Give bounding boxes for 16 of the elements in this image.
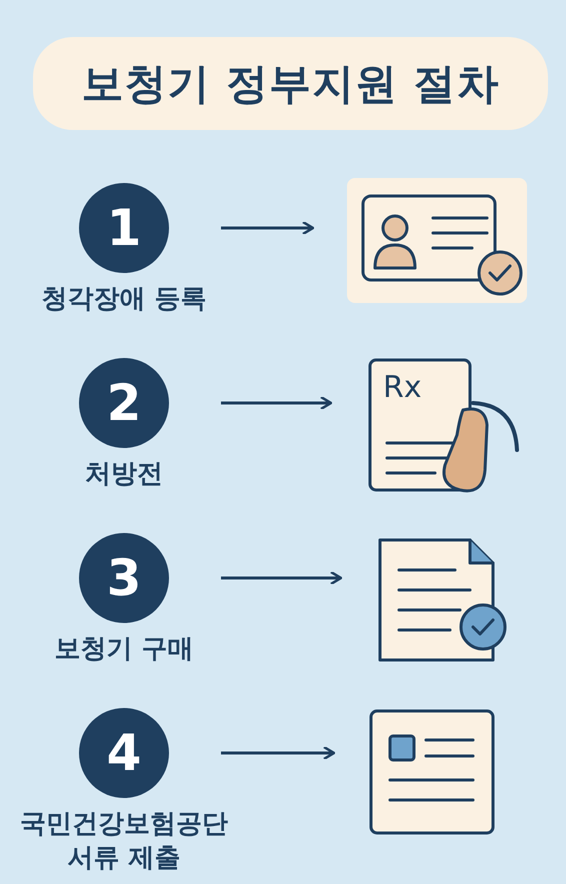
arrow bbox=[221, 396, 332, 410]
step-label: 처방전 bbox=[84, 458, 164, 491]
arrow bbox=[221, 746, 336, 760]
step-label: 국민건강보험공단 서류 제출 bbox=[19, 808, 229, 875]
step-number-circle: 1 bbox=[79, 183, 169, 273]
title: 보청기 정부지원 절차 bbox=[81, 58, 500, 110]
step-number-circle: 2 bbox=[79, 358, 169, 448]
step-number-circle: 3 bbox=[79, 533, 169, 623]
id-card-drawing bbox=[347, 178, 527, 303]
rx-symbol: Rx bbox=[383, 373, 422, 403]
step-number-circle: 4 bbox=[79, 708, 169, 798]
form-drawing bbox=[368, 708, 496, 836]
step-label: 청각장애 등록 bbox=[40, 283, 208, 316]
arrow bbox=[221, 220, 314, 236]
arrow bbox=[221, 570, 342, 586]
step-label: 보청기 구매 bbox=[53, 633, 195, 666]
